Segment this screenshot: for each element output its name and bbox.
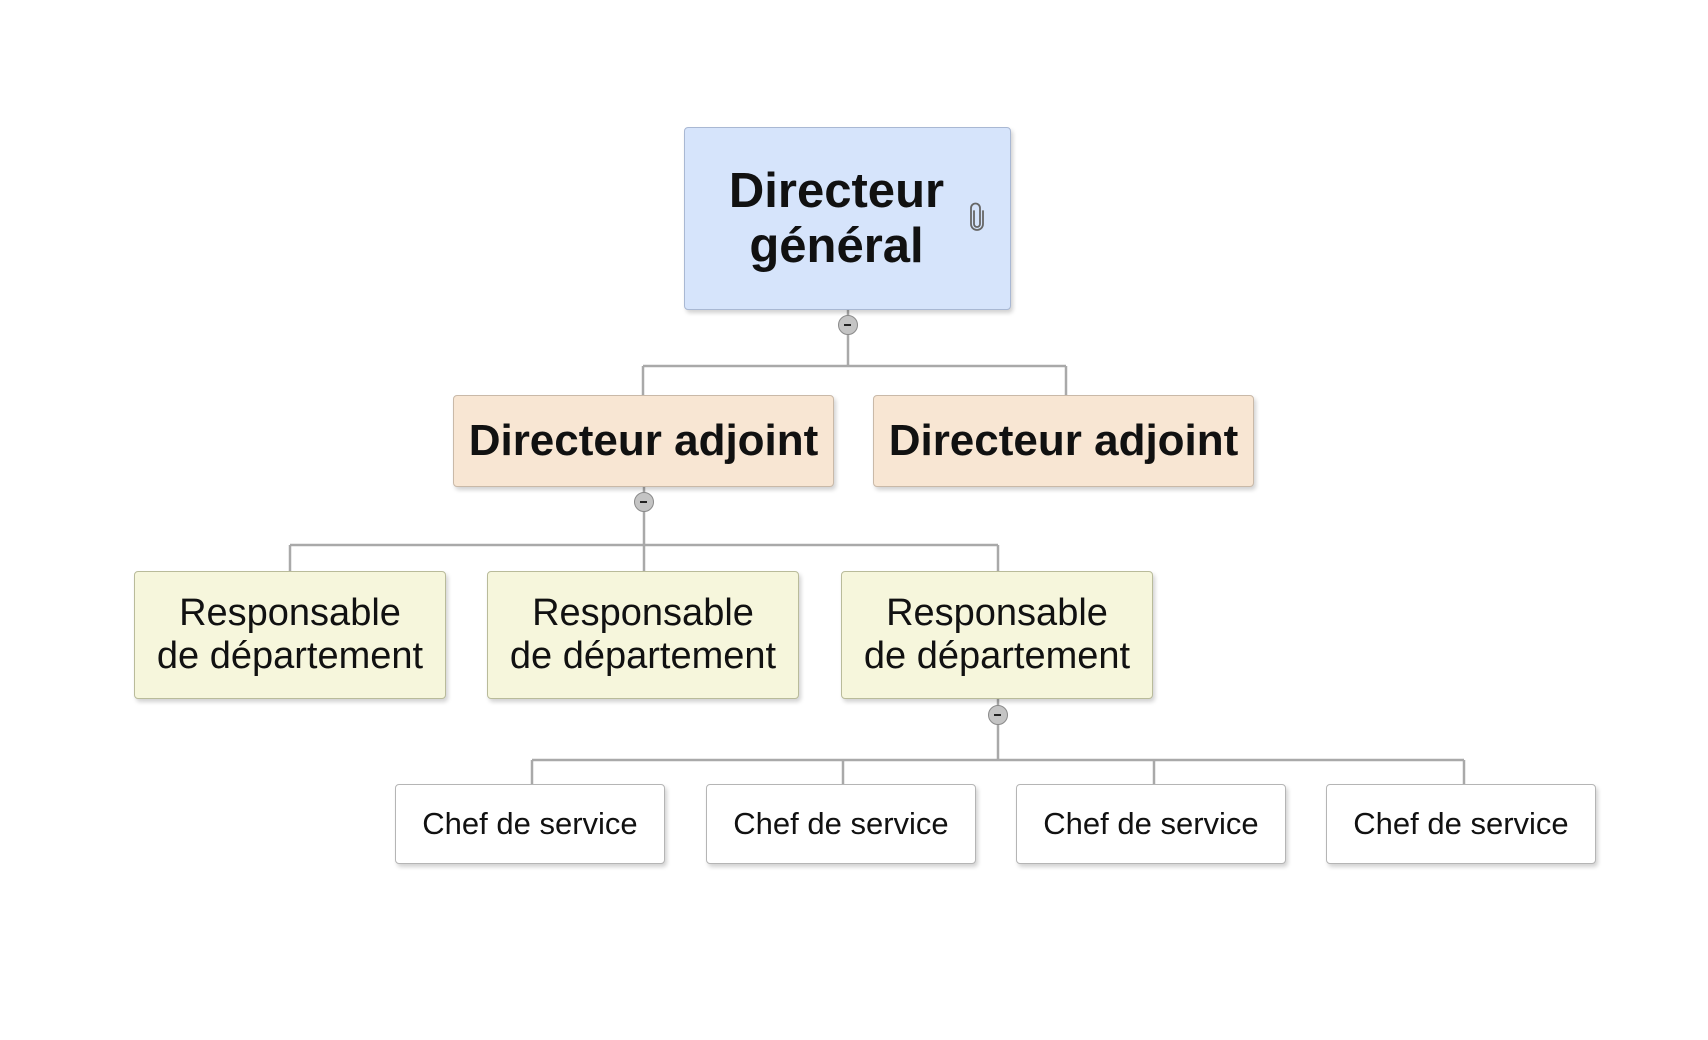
node-label: Directeur adjoint [888, 416, 1239, 465]
node-chef-de-service-3[interactable]: Chef de service [1016, 784, 1286, 864]
node-responsable-departement-3[interactable]: Responsable de département [841, 571, 1153, 699]
collapse-icon[interactable] [988, 705, 1008, 725]
paperclip-icon[interactable] [970, 202, 984, 232]
node-label: Chef de service [422, 806, 638, 841]
node-responsable-departement-1[interactable]: Responsable de département [134, 571, 446, 699]
node-label: Chef de service [1353, 806, 1569, 841]
connector-department-services [530, 699, 1466, 784]
node-chef-de-service-4[interactable]: Chef de service [1326, 784, 1596, 864]
node-directeur-adjoint-1[interactable]: Directeur adjoint [453, 395, 834, 487]
connector-deputy-departments [288, 487, 1000, 571]
node-label: Directeur général [728, 163, 945, 273]
node-chef-de-service-1[interactable]: Chef de service [395, 784, 665, 864]
node-label: Responsable de département [156, 592, 424, 677]
node-responsable-departement-2[interactable]: Responsable de département [487, 571, 799, 699]
node-label: Chef de service [1043, 806, 1259, 841]
collapse-icon[interactable] [634, 492, 654, 512]
node-label: Directeur adjoint [468, 416, 819, 465]
connector-root-deputies [641, 310, 1068, 395]
node-label: Responsable de département [863, 592, 1131, 677]
node-directeur-adjoint-2[interactable]: Directeur adjoint [873, 395, 1254, 487]
node-directeur-general[interactable]: Directeur général [684, 127, 1011, 310]
node-chef-de-service-2[interactable]: Chef de service [706, 784, 976, 864]
node-label: Chef de service [733, 806, 949, 841]
node-label: Responsable de département [509, 592, 777, 677]
collapse-icon[interactable] [838, 315, 858, 335]
